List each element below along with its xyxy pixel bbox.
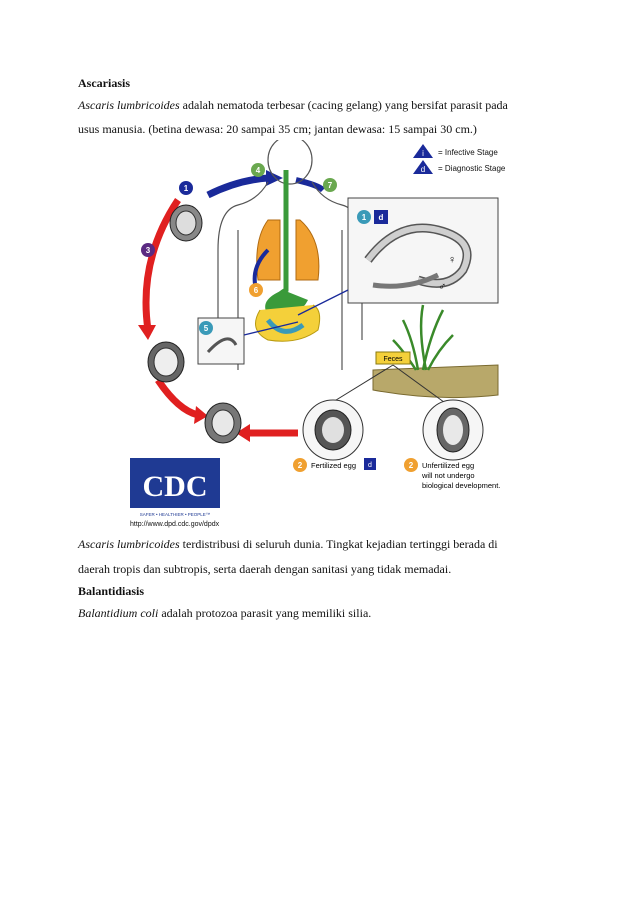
paragraph-text: terdistribusi di seluruh dunia. Tingkat …: [179, 537, 498, 551]
feces-label: Feces: [383, 356, 403, 363]
ascaris-lifecycle-figure: i = Infective Stage d = Diagnostic Stage…: [130, 140, 506, 528]
fertilized-egg-label: Fertilized egg: [311, 461, 356, 470]
unfertilized-egg-label-1: Unfertilized egg: [422, 461, 474, 470]
intestine-large: [255, 304, 321, 342]
step-4-label: 4: [256, 166, 261, 175]
step-1-adult-label: 1: [362, 213, 367, 222]
egg-infective: [169, 204, 203, 242]
legend-infective-text: = Infective Stage: [438, 148, 498, 157]
egg-morula: [147, 341, 185, 383]
arrow-blue-ingestion: [206, 174, 269, 199]
step-2-fertilized-marker: [293, 458, 307, 472]
paragraph-text: adalah protozoa parasit yang memiliki si…: [158, 606, 372, 620]
paragraph-balantidium: Balantidium coli adalah protozoa parasit…: [78, 602, 558, 624]
step-7-label: 7: [328, 181, 333, 190]
step-3-marker: [141, 243, 155, 257]
species-name: Ascaris lumbricoides: [78, 98, 180, 112]
legend-infective-icon: [413, 144, 433, 158]
paragraph-distribution-line1: Ascaris lumbricoides terdistribusi di se…: [78, 533, 558, 555]
species-name: Ascaris lumbricoides: [78, 537, 180, 551]
legend-diagnostic-mark: d: [421, 165, 425, 174]
step-2-fertilized-label: 2: [298, 461, 303, 470]
arrow-red-left-upper: [142, 198, 181, 331]
worm-male: [372, 272, 440, 289]
unfertilized-egg-image: [422, 399, 484, 461]
cdc-logo-text: CDC: [143, 470, 208, 503]
pointer-line-worm: [297, 289, 349, 316]
legend-diagnostic-text: = Diagnostic Stage: [438, 164, 506, 173]
intestine-small: [266, 318, 305, 334]
diagnostic-mark-adult-label: d: [379, 213, 384, 222]
diagnostic-mark-adult: [374, 210, 388, 224]
larva: [206, 337, 238, 354]
pointer-feces-fertilized: [327, 364, 394, 406]
cdc-logo: [130, 458, 220, 508]
step-2-unfertilized-label: 2: [409, 461, 414, 470]
paragraph-ascaris-intro-line1: Ascaris lumbricoides adalah nematoda ter…: [78, 94, 558, 116]
male-symbol: ♂: [438, 281, 446, 293]
red-cycle-arrows: [142, 198, 298, 437]
arrowhead-red-2: [194, 406, 208, 424]
soil: [372, 364, 499, 399]
step-4-marker: [251, 163, 265, 177]
cdc-tagline: SAFER • HEALTHIER • PEOPLE™: [140, 512, 211, 517]
step-3-label: 3: [146, 246, 151, 255]
fertilized-egg-image: [302, 399, 364, 461]
step-2-unfertilized-marker: [404, 458, 418, 472]
arrowhead-blue-ingestion: [266, 170, 283, 186]
legend-diagnostic-icon: [413, 160, 433, 174]
left-lung: [256, 219, 281, 281]
unfertilized-egg-label-2: will not undergo: [421, 471, 475, 480]
heading-balantidiasis: Balantidiasis: [78, 584, 145, 598]
step-5-label: 5: [204, 324, 209, 333]
species-name: Balantidium coli: [78, 606, 159, 620]
step-5-marker: [199, 321, 213, 335]
step-1-label: 1: [184, 184, 189, 193]
step-6-label: 6: [254, 286, 259, 295]
arrowhead-red-3: [236, 424, 250, 442]
right-lung: [295, 219, 320, 281]
diagnostic-mark-fertilized-label: d: [368, 462, 372, 469]
arrow-red-left-lower: [155, 378, 200, 419]
step-7-marker: [323, 178, 337, 192]
diagnostic-mark-fertilized: [364, 458, 376, 470]
unfertilized-egg-label-3: biological development.: [422, 481, 500, 490]
arrowhead-red-1: [138, 325, 156, 340]
legend-infective-mark: i: [422, 149, 424, 158]
pointer-line-larva: [243, 321, 299, 336]
step-1-infective-marker: [179, 181, 193, 195]
worm-female-inner: [365, 225, 470, 287]
feces-label-box: [375, 351, 411, 365]
egg-two-cell: [204, 402, 242, 444]
step-6-marker: [249, 283, 263, 297]
heading-ascariasis: Ascariasis: [78, 76, 130, 90]
cdc-url: http://www.dpd.cdc.gov/dpdx: [130, 521, 220, 528]
paragraph-ascaris-intro-line2: usus manusia. (betina dewasa: 20 sampai …: [78, 122, 477, 136]
step-1-adult-marker: [357, 210, 371, 224]
pointer-feces-unfertilized: [392, 364, 449, 406]
female-symbol: ♀: [448, 254, 456, 266]
paragraph-distribution-line2: daerah tropis dan subtropis, serta daera…: [78, 562, 452, 576]
paragraph-text: adalah nematoda terbesar (cacing gelang)…: [179, 98, 508, 112]
